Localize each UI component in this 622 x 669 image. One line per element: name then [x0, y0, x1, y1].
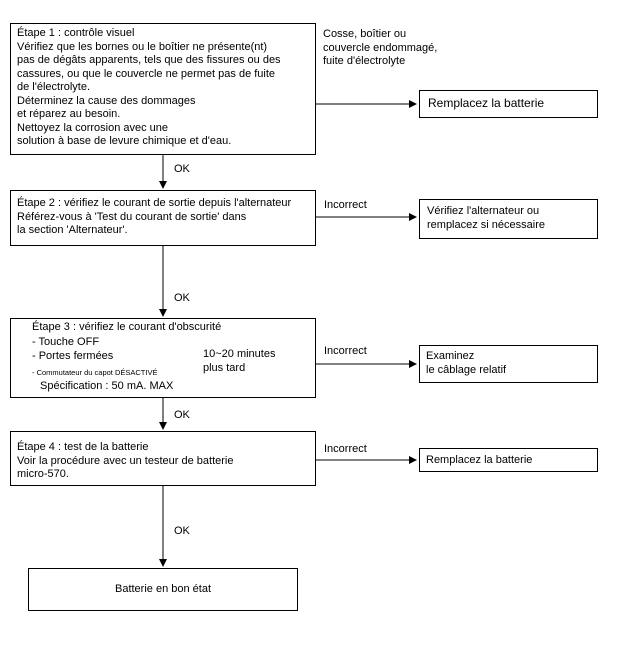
replace-battery-box-1: [419, 90, 598, 118]
step1-line: Nettoyez la corrosion avec une: [17, 121, 169, 134]
ok-label-2: OK: [174, 292, 190, 304]
step1-line: solution à base de levure chimique et d'…: [17, 135, 232, 147]
ok-label-3: OK: [174, 409, 190, 421]
step4-line: micro-570.: [17, 468, 69, 480]
step1-line: pas de dégâts apparents, tels que des fi…: [17, 54, 281, 66]
step4-line: Voir la procédure avec un testeur de bat…: [17, 454, 234, 467]
step4-box: [10, 431, 316, 486]
final-label: Batterie en bon état: [114, 583, 211, 595]
step3-condition-hood-switch: - Commutateur du capot DÉSACTIVÉ: [32, 368, 158, 377]
check-alternator-text: Vérifiez l'alternateur ou remplacez si n…: [427, 205, 545, 232]
timing-line: plus tard: [203, 361, 246, 374]
examine-wiring-line: le câblage relatif: [426, 363, 507, 376]
ok-label-1: OK: [174, 163, 190, 175]
step4-title: Étape 4 : test de la batterie: [17, 441, 149, 453]
fail-condition-line: fuite d'électrolyte: [323, 55, 406, 67]
final-box: [28, 568, 298, 611]
step2-text: Étape 2 : vérifiez le courant de sortie …: [17, 197, 291, 238]
fail-condition-line: Cosse, boîtier ou: [323, 28, 407, 40]
step2-title: Étape 2 : vérifiez le courant de sortie …: [17, 197, 292, 209]
examine-wiring-text: Examinez le câblage relatif: [426, 350, 506, 377]
check-alternator-box: [419, 199, 598, 239]
fail-condition-line: couvercle endommagé,: [323, 41, 438, 54]
step4-incorrect-label: Incorrect: [324, 443, 367, 455]
step3-spec: Spécification : 50 mA. MAX: [40, 380, 174, 392]
step3-incorrect-label: Incorrect: [324, 345, 367, 357]
step1-text: Étape 1 : contrôle visuel Vérifiez que l…: [17, 27, 281, 149]
check-alternator-line: Vérifiez l'alternateur ou: [427, 205, 540, 217]
step2-line: Référez-vous à 'Test du courant de sorti…: [17, 210, 247, 223]
step3-timing: 10~20 minutes plus tard: [203, 348, 275, 375]
step3-box: [10, 318, 316, 398]
replace-battery-box-2: [419, 448, 598, 472]
step1-line: Vérifiez que les bornes ou le boîtier ne…: [17, 40, 268, 53]
examine-wiring-line: Examinez: [426, 350, 475, 362]
check-alternator-line: remplacez si nécessaire: [427, 218, 545, 231]
step1-title: Étape 1 : contrôle visuel: [17, 27, 135, 39]
ok-label-4: OK: [174, 525, 190, 537]
step2-line: la section 'Alternateur'.: [17, 224, 128, 236]
step2-box: [10, 190, 316, 246]
step1-line: Déterminez la cause des dommages: [17, 94, 196, 107]
step4-text: Étape 4 : test de la batterie Voir la pr…: [17, 441, 233, 482]
replace-battery-label-1: Remplacez la batterie: [428, 96, 545, 110]
timing-line: 10~20 minutes: [203, 348, 276, 360]
step1-line: cassures, ou que le couvercle ne permet …: [17, 67, 276, 80]
step1-line: de l'électrolyte.: [17, 81, 91, 93]
step1-fail-condition: Cosse, boîtier ou couvercle endommagé, f…: [323, 28, 437, 69]
examine-wiring-box: [419, 345, 598, 383]
step1-box: [10, 23, 316, 155]
step3-condition-doors-closed: - Portes fermées: [32, 350, 114, 362]
step3-title: Étape 3 : vérifiez le courant d'obscurit…: [32, 321, 222, 333]
step2-incorrect-label: Incorrect: [324, 199, 367, 211]
replace-battery-label-2: Remplacez la batterie: [426, 454, 533, 466]
step3-condition-key-off: - Touche OFF: [32, 336, 100, 348]
step1-line: et réparez au besoin.: [17, 108, 121, 120]
